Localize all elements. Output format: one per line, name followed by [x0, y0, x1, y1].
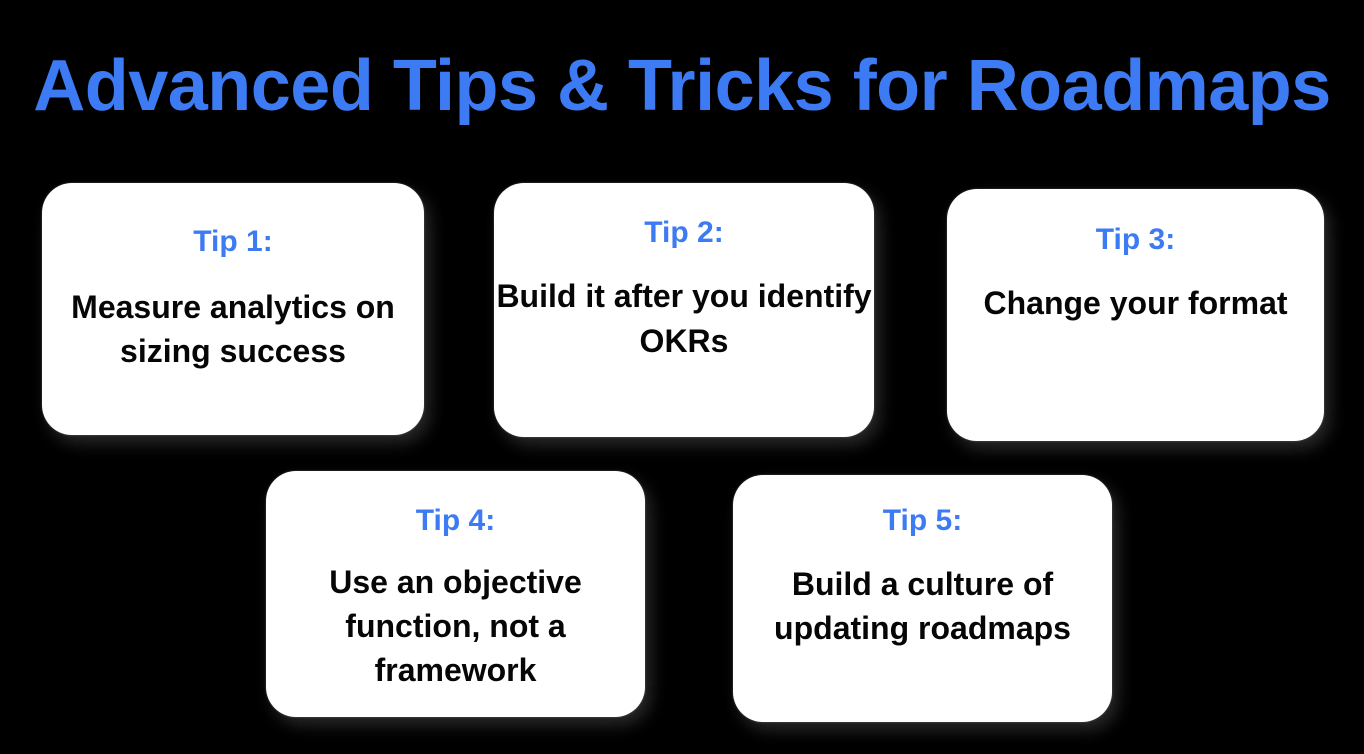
tip-card-1-body: Measure analytics on sizing success	[71, 289, 395, 369]
tip-card-1[interactable]: Tip 1: Measure analytics on sizing succe…	[42, 183, 424, 435]
tip-card-3-body: Change your format	[983, 285, 1288, 321]
tip-card-2-label: Tip 2:	[644, 216, 724, 249]
tip-card-2-body: Build it after you identify OKRs	[496, 278, 872, 359]
tip-card-5-body: Build a culture of updating roadmaps	[774, 566, 1071, 646]
tip-card-2[interactable]: Tip 2: Build it after you identify OKRs	[494, 183, 874, 437]
tip-card-4-body: Use an objective function, not a framewo…	[329, 564, 582, 688]
tip-card-3[interactable]: Tip 3: Change your format	[947, 189, 1324, 441]
tip-card-5[interactable]: Tip 5: Build a culture of updating roadm…	[733, 475, 1112, 722]
tip-card-4[interactable]: Tip 4: Use an objective function, not a …	[266, 471, 645, 717]
tip-card-3-label: Tip 3:	[1095, 223, 1176, 256]
tip-card-4-label: Tip 4:	[415, 504, 496, 537]
page-title: Advanced Tips & Tricks for Roadmaps	[33, 46, 1331, 126]
tip-card-1-label: Tip 1:	[193, 225, 273, 258]
tip-card-5-label: Tip 5:	[882, 504, 963, 537]
